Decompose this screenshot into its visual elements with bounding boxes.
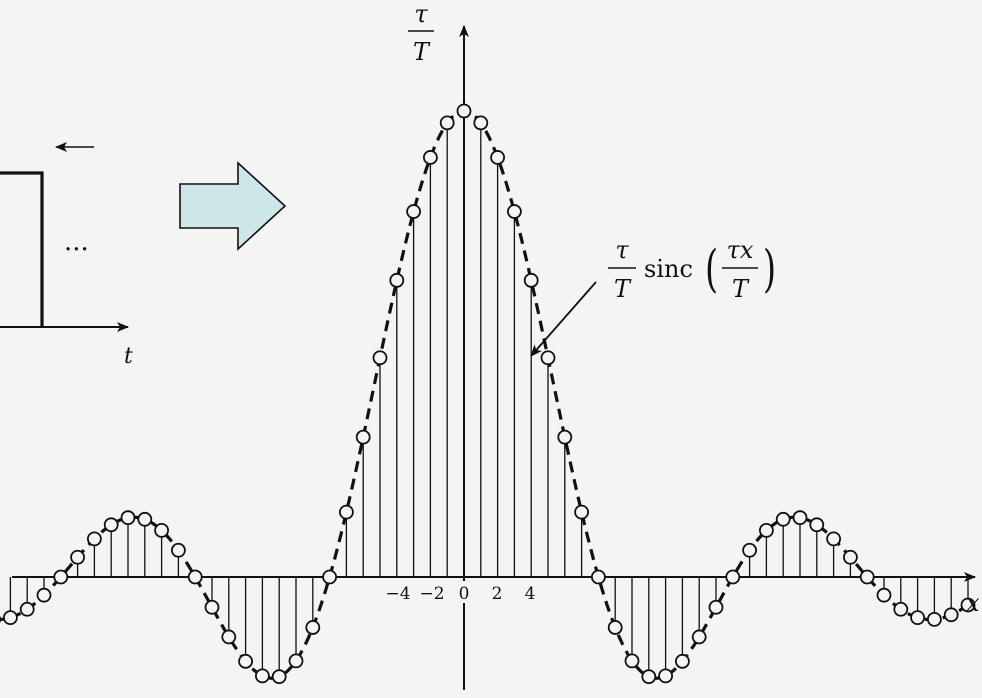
sample-point [760,524,773,537]
sample-point [609,621,622,634]
sample-point [105,518,118,531]
annotation-pointer-arrow [531,282,596,356]
t-axis-label: t [124,344,133,369]
tick-label-0: 0 [459,584,470,604]
y-label-denominator: T [413,38,431,66]
sample-point [222,630,235,643]
sample-point [172,544,185,557]
sample-point [71,551,84,564]
tick-label-2: 2 [492,584,503,604]
annotation-right-paren: ) [763,240,776,299]
sample-point [441,116,454,129]
x-axis-label: x [966,589,980,617]
sample-point [239,655,252,668]
sample-point [54,571,67,584]
sample-point [592,571,605,584]
sample-point [21,603,34,616]
tick-label-neg4: −4 [385,584,410,604]
annotation-arg-denominator: T [732,275,750,303]
sample-point [945,608,958,621]
sample-point [508,205,521,218]
sample-point [777,513,790,526]
annotation-arg-numerator: τx [727,236,754,264]
sample-point [659,669,672,682]
sample-point [138,513,151,526]
ellipsis: ··· [64,235,89,265]
y-label-numerator: τ [414,0,428,28]
sample-point [4,611,17,624]
sample-point [928,613,941,626]
sample-point [710,601,723,614]
sample-point [88,532,101,545]
sample-point [911,611,924,624]
tick-label-neg2: −2 [419,584,444,604]
sample-point [861,571,874,584]
sample-point [407,205,420,218]
sample-point [676,655,689,668]
sample-point [558,431,571,444]
sample-point [122,511,135,524]
sample-point [38,589,51,602]
y-axis-label: τ T [408,0,434,66]
sample-point [424,151,437,164]
annotation-left-paren: ( [705,240,718,299]
annotation-frac-numerator: τ [615,236,629,264]
sample-point [491,151,504,164]
sample-point [458,105,471,118]
sample-point [575,506,588,519]
sample-point [374,351,387,364]
sample-point [306,621,319,634]
sample-point [894,603,907,616]
block-arrow-icon [180,163,285,249]
sample-point [340,506,353,519]
sample-point [256,669,269,682]
sample-point [542,351,555,364]
x-tick-labels: −4 −2 0 2 4 [378,581,544,604]
sample-point [155,524,168,537]
sample-point [206,601,219,614]
sample-point [878,589,891,602]
sample-point [726,571,739,584]
tick-label-4: 4 [525,584,536,604]
sample-point [357,431,370,444]
sample-point [290,654,303,667]
sample-point [525,274,538,287]
sample-point [693,630,706,643]
sample-point [626,654,639,667]
sample-point [743,544,756,557]
envelope-annotation: τ T sinc ( τx T ) [608,236,776,303]
sample-point [642,670,655,683]
sample-point [273,670,286,683]
annotation-frac-denominator: T [614,275,632,303]
sample-point [810,518,823,531]
pulse-waveform [0,173,42,327]
sample-point [189,571,202,584]
sample-point [794,511,807,524]
sample-point [474,116,487,129]
sample-point [323,571,336,584]
annotation-function: sinc [644,255,693,283]
sample-point [827,532,840,545]
sample-point [844,551,857,564]
sample-point [390,274,403,287]
